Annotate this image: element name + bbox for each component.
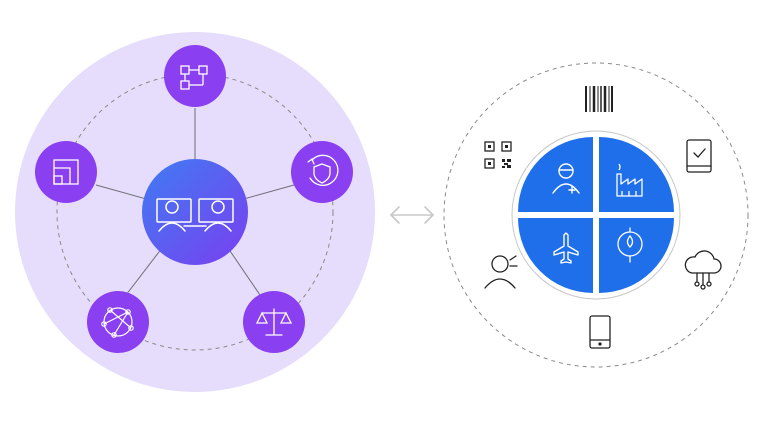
manufacturing-quadrant[interactable]: [599, 137, 674, 212]
industry-outer-ring: [511, 130, 681, 300]
center-node[interactable]: [142, 159, 248, 265]
workflow-diagram-icon: [180, 65, 208, 90]
qr-code-icon: [484, 141, 512, 169]
hub-spokes: [95, 108, 295, 296]
workflow-node[interactable]: [164, 45, 226, 107]
energy-quadrant[interactable]: [599, 218, 674, 293]
barcode-icon: [585, 86, 613, 112]
collaboration-people-screens-icon: [156, 198, 234, 232]
shield-refresh-icon: [307, 154, 339, 186]
doctor-icon: [552, 163, 580, 194]
person-speaking-icon: [484, 255, 518, 289]
energy-drop-icon: [617, 227, 643, 263]
airplane-icon: [553, 232, 579, 264]
healthcare-quadrant[interactable]: [518, 137, 593, 212]
right-industry-diagram: [443, 62, 749, 368]
left-hub-diagram: [15, 32, 375, 392]
security-node[interactable]: [291, 141, 353, 203]
network-graph-icon: [101, 307, 134, 338]
smartphone-icon: [589, 315, 611, 349]
balance-scale-icon: [255, 308, 293, 336]
bidirectional-arrow-icon: [390, 206, 434, 224]
layers-node[interactable]: [35, 141, 97, 203]
layered-squares-icon: [53, 159, 79, 185]
cloud-network-icon: [684, 250, 722, 290]
factory-icon: [616, 163, 643, 197]
industry-dashed-ring: [443, 62, 749, 368]
network-node[interactable]: [87, 291, 149, 353]
compliance-node[interactable]: [243, 291, 305, 353]
tablet-check-icon: [686, 139, 712, 173]
aviation-quadrant[interactable]: [518, 218, 593, 293]
